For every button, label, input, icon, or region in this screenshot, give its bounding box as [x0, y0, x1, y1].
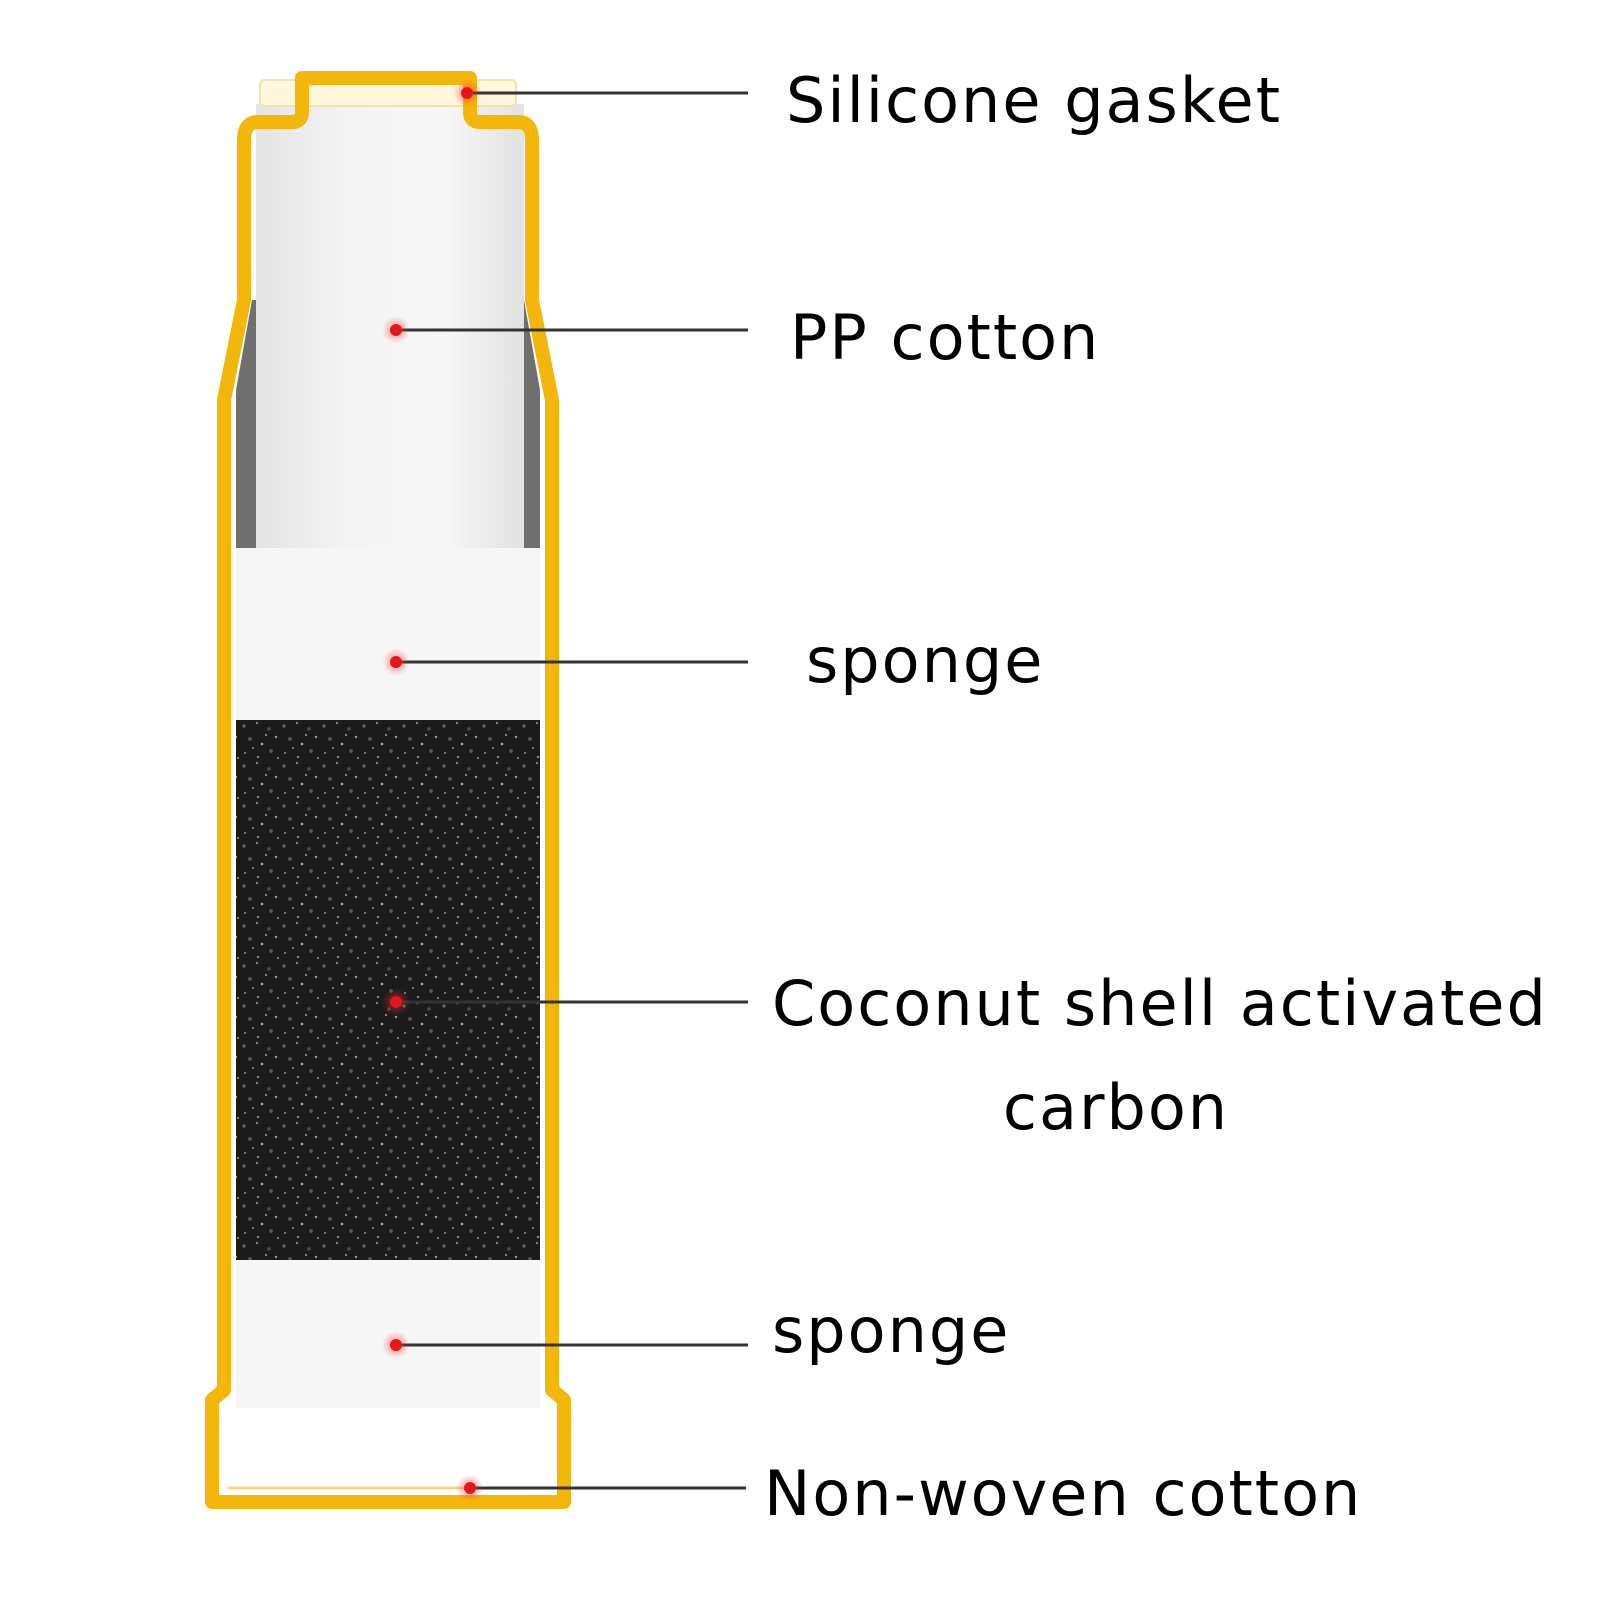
- activated-carbon-layer: [236, 720, 540, 1260]
- leader-lines: [396, 91, 748, 1490]
- sponge-top-layer: [236, 548, 540, 720]
- label-carbon-line1: Coconut shell activated: [772, 967, 1548, 1040]
- marker-sponge-bottom: [390, 1339, 402, 1351]
- marker-carbon: [390, 996, 402, 1008]
- label-sponge-top: sponge: [806, 624, 1045, 697]
- label-sponge-bottom: sponge: [772, 1294, 1011, 1367]
- inner-shadow-right: [520, 300, 540, 548]
- label-carbon-line2: carbon: [1002, 1071, 1230, 1144]
- label-coconut-shell-activated-carbon: Coconut shell activated carbon: [772, 952, 1548, 1160]
- marker-sponge-top: [390, 656, 402, 668]
- inner-shadow-left: [236, 300, 256, 548]
- label-non-woven-cotton: Non-woven cotton: [764, 1457, 1363, 1530]
- markers: [382, 79, 484, 1502]
- label-pp-cotton: PP cotton: [790, 301, 1101, 374]
- marker-pp-cotton: [390, 324, 402, 336]
- marker-silicone-gasket: [461, 87, 473, 99]
- cartridge-casing: [205, 71, 571, 1509]
- label-silicone-gasket: Silicone gasket: [786, 64, 1282, 137]
- marker-non-woven: [464, 1482, 476, 1494]
